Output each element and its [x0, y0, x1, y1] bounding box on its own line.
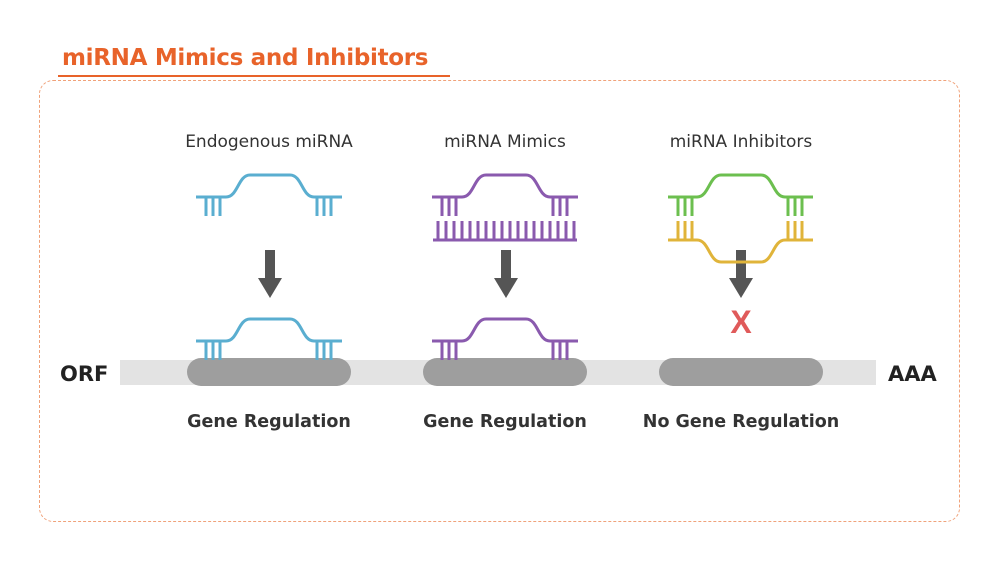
- orf-label: ORF: [60, 362, 109, 386]
- endogenous-mirna-bound: [196, 317, 342, 360]
- mimic-bound: [432, 317, 578, 360]
- arrow-inhibitors: [729, 250, 753, 298]
- complex-endogenous: [187, 358, 351, 386]
- arrow-mimics: [494, 250, 518, 298]
- title-underline: [58, 75, 450, 77]
- mimics-result: Gene Regulation: [423, 412, 587, 432]
- arrow-endogenous: [258, 250, 282, 298]
- aaa-label: AAA: [888, 362, 937, 386]
- endogenous-result: Gene Regulation: [187, 412, 351, 432]
- inhibitor-mirna: [668, 173, 813, 216]
- inhibitor-antisense: [668, 221, 813, 264]
- endogenous-mirna: [196, 173, 342, 216]
- mimics-label: miRNA Mimics: [444, 132, 566, 152]
- diagram-frame: [39, 80, 960, 522]
- block-x-icon: X: [730, 304, 752, 340]
- diagram-title: miRNA Mimics and Inhibitors: [62, 45, 429, 71]
- inhibitors-result: No Gene Regulation: [642, 412, 840, 432]
- endogenous-label: Endogenous miRNA: [185, 132, 353, 152]
- mimic-duplex: [432, 173, 578, 242]
- inhibitors-label: miRNA Inhibitors: [669, 132, 813, 152]
- complex-inhibitors: [659, 358, 823, 386]
- complex-mimics: [423, 358, 587, 386]
